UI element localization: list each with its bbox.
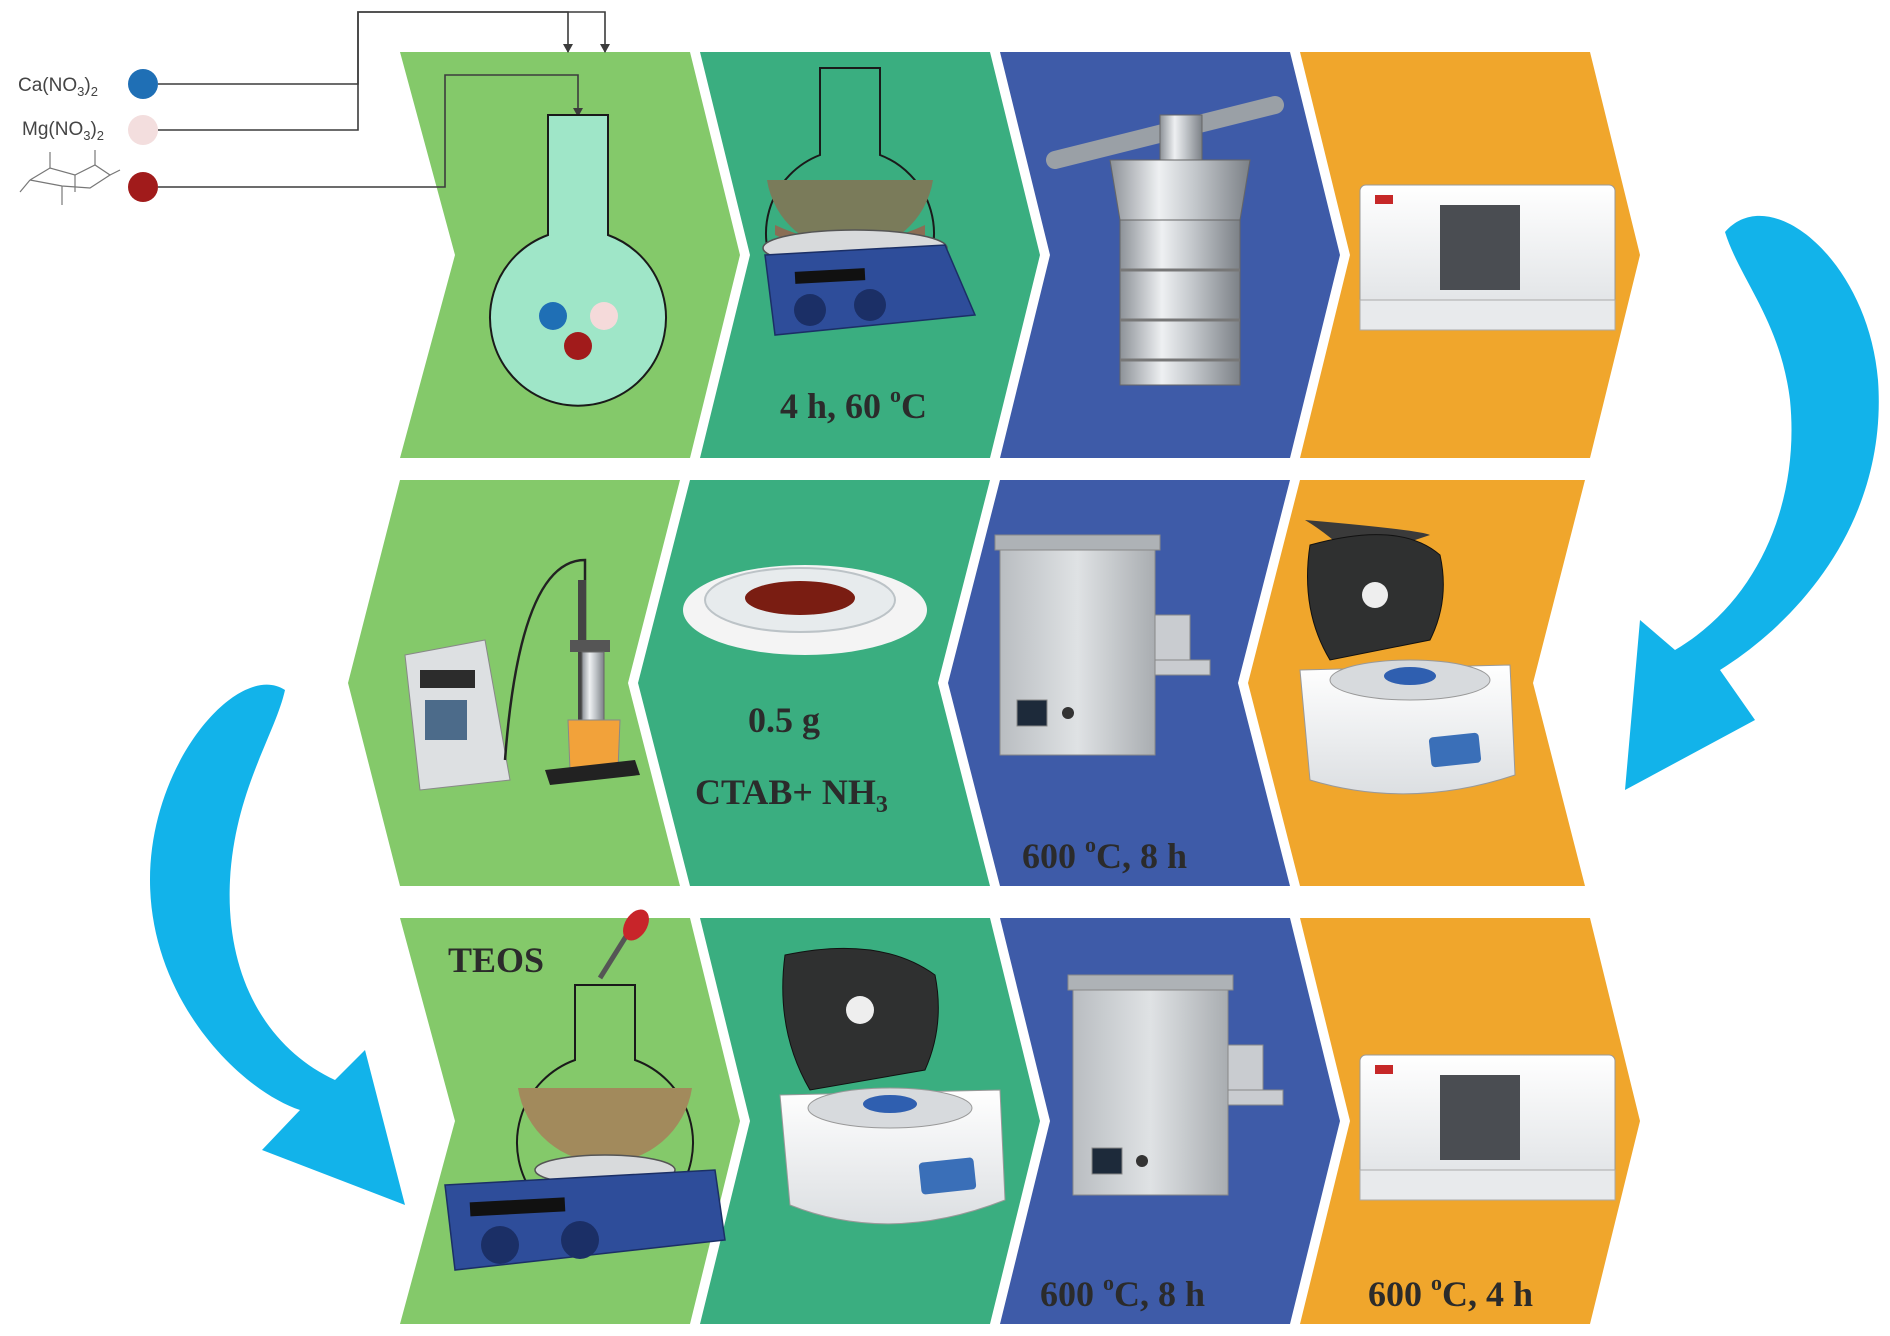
feed-lines [158,11,606,188]
left-curved-arrow [150,684,405,1205]
analyzer-icon [1359,1054,1616,1201]
reagent-ca-label: Ca(NO3)2 [18,75,98,99]
row3-step3-label: 600 oC, 8 h [1040,1270,1205,1314]
row2-step3-label: 600 oC, 8 h [1022,832,1187,876]
tube-furnace-icon [994,534,1211,756]
tube-furnace-icon [1067,974,1284,1196]
reagent-mg-dot [128,115,158,145]
dropper-icon [597,909,649,980]
petri-dish-icon [683,565,927,655]
ultrasonicator-icon [404,558,640,791]
row2-step2 [638,480,990,886]
row3-step4-label: 600 oC, 4 h [1368,1270,1533,1314]
hotplate-stirrer-icon [762,67,977,336]
reagent-mg-label: Mg(NO3)2 [22,119,104,143]
hotplate-stirrer-icon [444,1154,726,1271]
glucose-structure-icon [19,150,121,205]
centrifuge-icon [1299,520,1516,795]
reagent-legend: Ca(NO3)2 Mg(NO3)2 [18,69,158,205]
reagent-ca-dot [128,69,158,99]
row2-step2-label-2: CTAB+ NH3 [695,772,888,818]
autoclave-icon [1046,96,1284,386]
row2-step2-label-1: 0.5 g [748,700,820,740]
reagent-glucose-dot [128,172,158,202]
round-flask-icon [489,114,667,407]
row1-step2-label: 4 h, 60 oC [780,382,927,426]
row3-step1-label: TEOS [448,940,544,980]
analyzer-icon [1359,184,1616,331]
curved-arrow-icon [150,215,1879,1205]
right-curved-arrow [1625,215,1879,790]
centrifuge-icon [779,947,1006,1225]
